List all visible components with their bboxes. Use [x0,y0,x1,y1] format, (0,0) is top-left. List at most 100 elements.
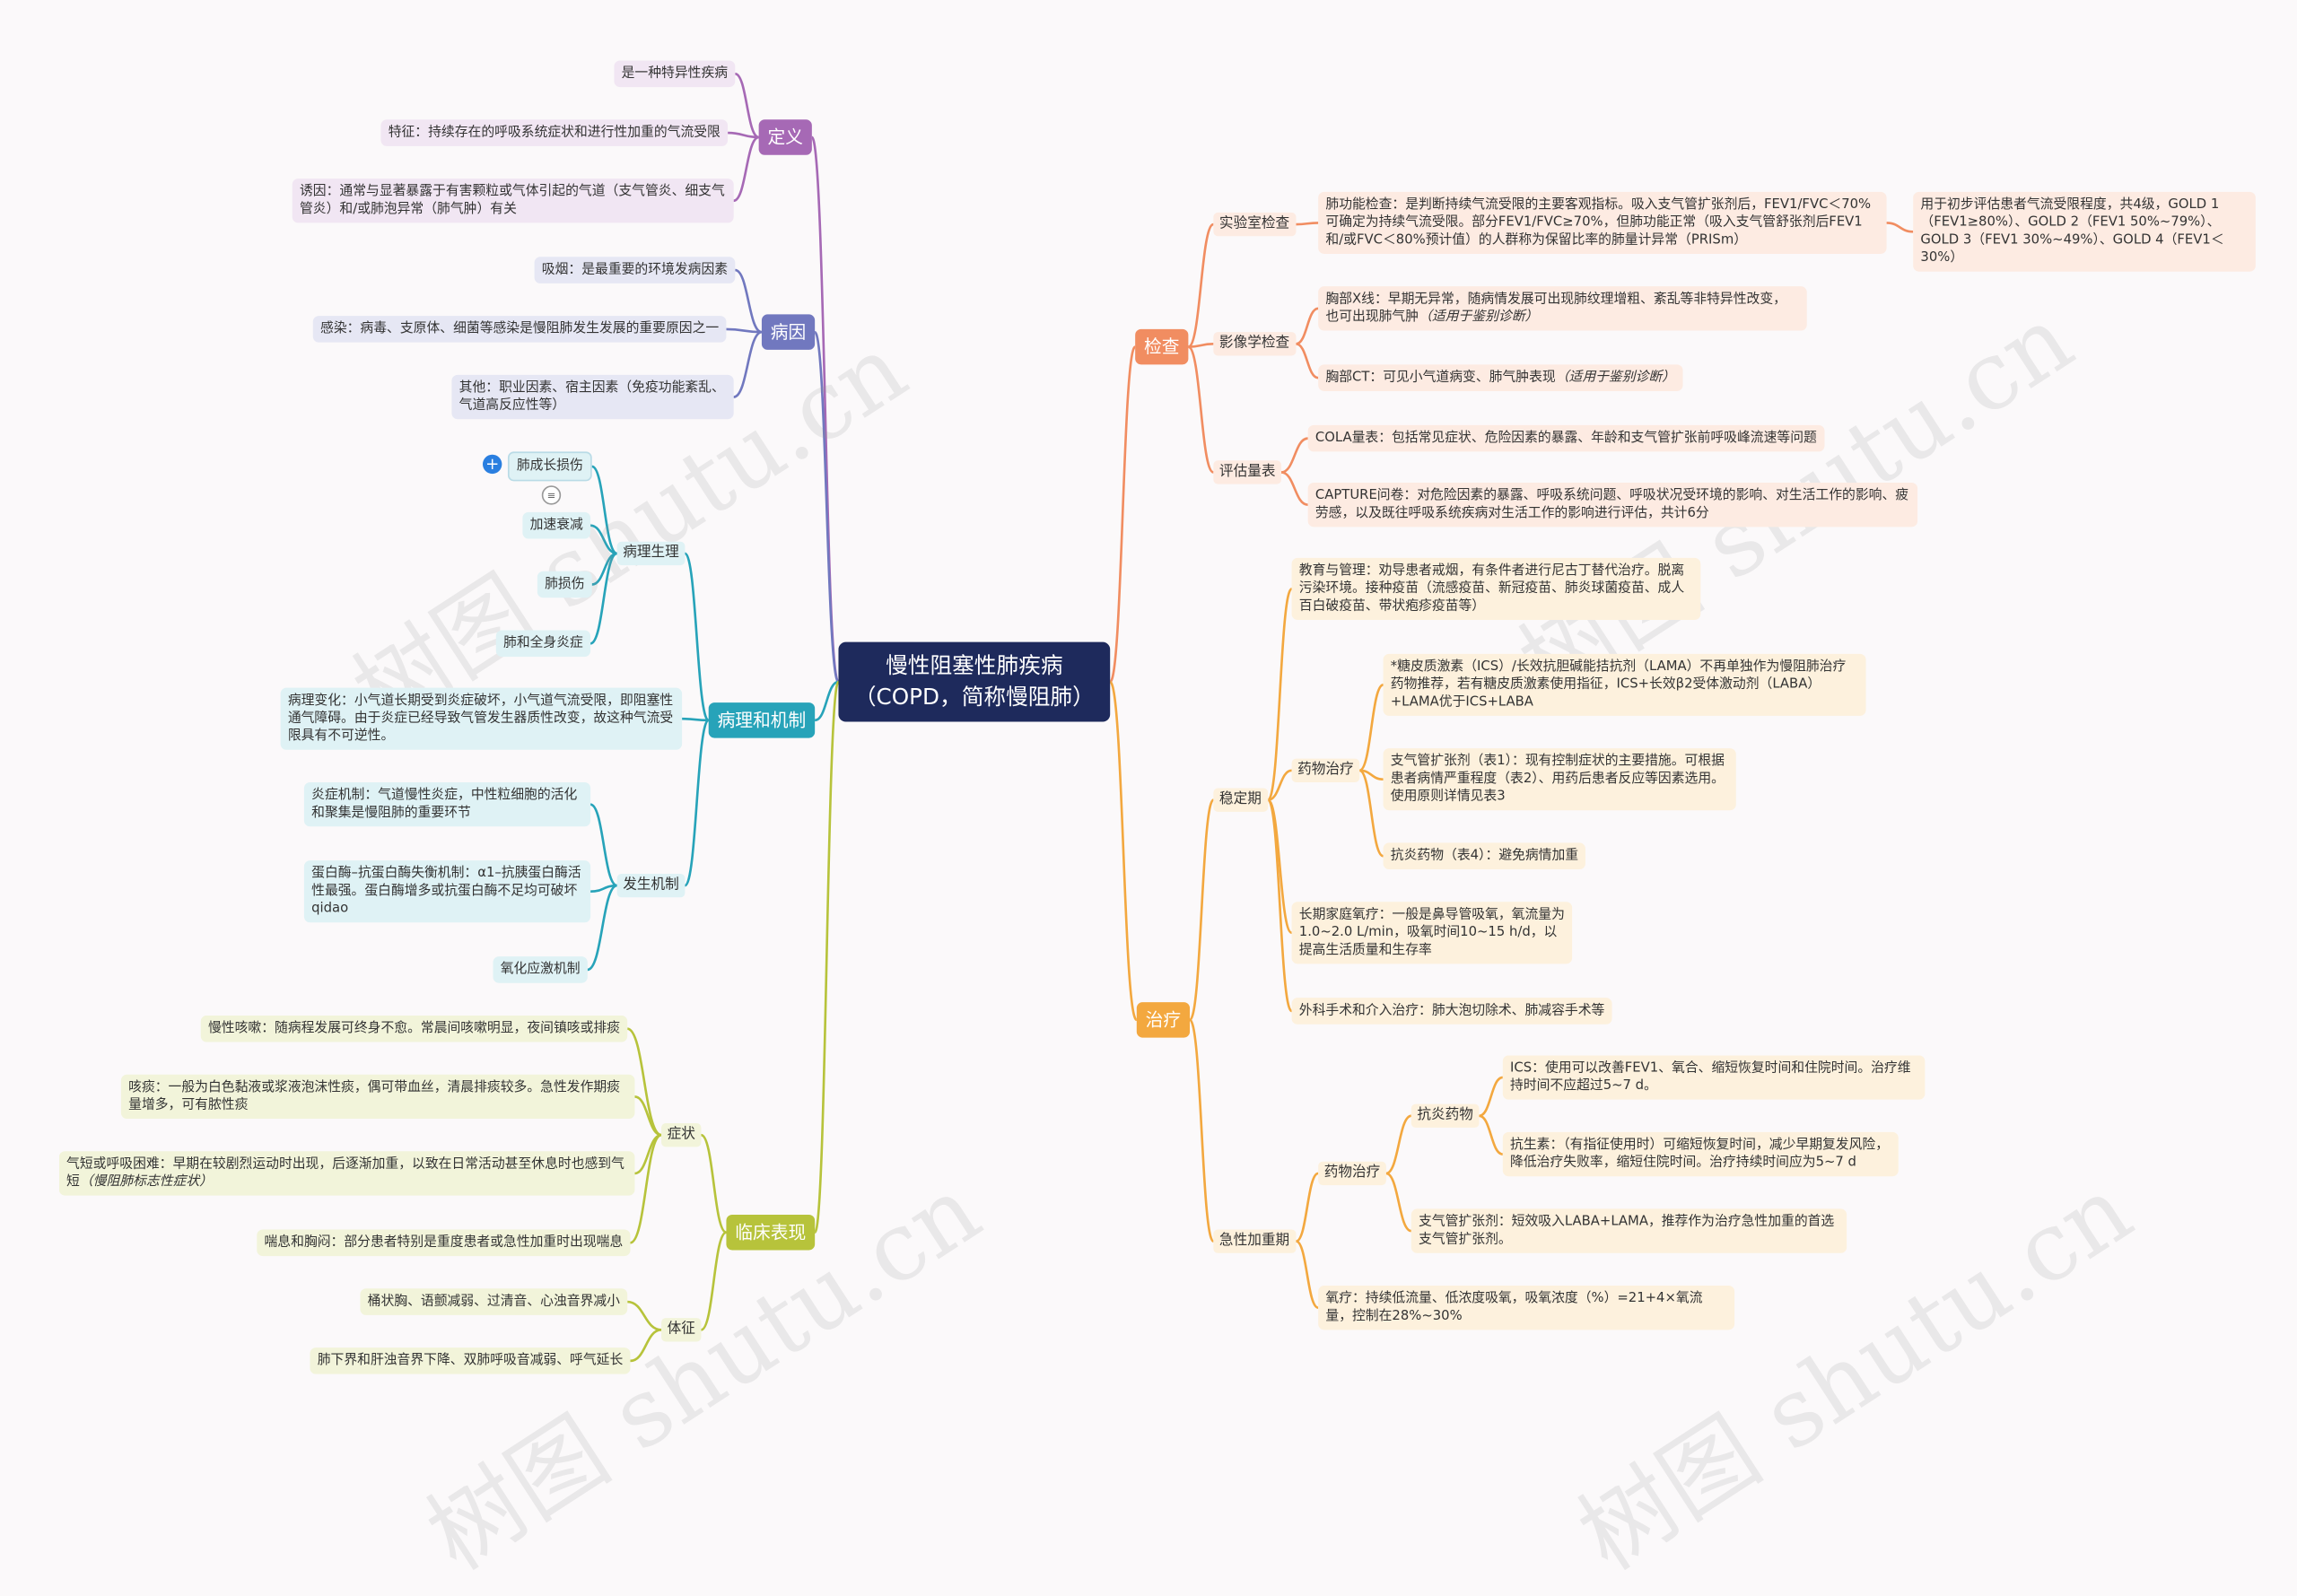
definition-item[interactable]: 特征：持续存在的呼吸系统症状和进行性加重的气流受限 [380,119,729,146]
connector [813,680,840,1234]
drug-item[interactable]: *糖皮质激素（ICS）/长效抗胆碱能拮抗剂（LAMA）不再单独作为慢阻肺治疗药物… [1383,653,1866,716]
expand-plus-icon[interactable]: + [482,454,502,475]
stable-item[interactable]: 教育与管理：劝导患者戒烟，有条件者进行尼古丁替代治疗。脱离污染环境。接种疫苗（流… [1291,557,1701,620]
sign-item[interactable]: 桶状胸、语颤减弱、过清音、心浊音界减小 [360,1288,628,1315]
lab-exam[interactable]: 实验室检查 [1213,212,1296,237]
symptom-text: 气短或呼吸困难：早期在较剧烈运动时出现，后逐渐加重，以致在日常活动甚至休息时也感… [66,1156,624,1190]
imaging-item[interactable]: 胸部X线：早期无异常，随病情发展可出现肺纹理增粗、紊乱等非特异性改变，也可出现肺… [1318,286,1807,331]
connector [733,330,763,398]
connector-lines [587,72,1914,1363]
imaging-exam[interactable]: 影像学检查 [1213,332,1296,356]
gold-grading[interactable]: 用于初步评估患者气流受限程度，共4级，GOLD 1（FEV1≥80%）、GOLD… [1913,191,2256,272]
connector [1188,343,1214,348]
connector [734,72,760,139]
stable-item[interactable]: 外科手术和介入治疗：肺大泡切除术、肺减容手术等 [1291,998,1612,1025]
imaging-text: 胸部X线：早期无异常，随病情发展可出现肺纹理增粗、紊乱等非特异性改变，也可出现肺… [1325,292,1786,325]
etiology-item[interactable]: 感染：病毒、支原体、细菌等感染是慢阻肺发生发展的重要原因之一 [312,316,727,343]
symptom-item[interactable]: 咳痰：一般为白色黏液或浆液泡沫性痰，偶可带血丝，清晨排痰较多。急性发作期痰量增多… [120,1074,635,1120]
connector [590,803,618,887]
anti-inflammatory-item[interactable]: 抗生素：（有指征使用时）可缩短恢复时间，减少早期复发风险，降低治疗失败率，缩短住… [1502,1131,1899,1177]
connector [1479,1114,1504,1156]
connector [734,268,763,334]
acute-item[interactable]: 氧疗：持续低流量、低浓度吸氧，吸氧浓度（%）=21+4×氧流量，控制在28%~3… [1318,1285,1735,1330]
connector [1187,345,1215,474]
connector [1280,471,1308,506]
connector [700,1231,728,1331]
connector [1188,1018,1215,1243]
mechanism-item[interactable]: 炎症机制：气道慢性炎症，中性粒细胞的活化和聚集是慢阻肺的重要环节 [303,781,591,827]
connector [728,131,759,139]
drug-item[interactable]: 支气管扩张剂（表1）：现有控制症状的主要措施。可根据患者病情严重程度（表2）、用… [1383,748,1736,811]
connector [814,680,839,722]
acute-drug-item[interactable]: 支气管扩张剂：短效吸入LABA+LAMA，推荐作为治疗急性加重的首选支气管扩张剂… [1411,1208,1847,1253]
stable-drug-therapy[interactable]: 药物治疗 [1291,758,1360,782]
mechanism[interactable]: 发生机制 [616,873,686,898]
connector [1385,1114,1412,1175]
pathophysiology[interactable]: 病理生理 [616,541,686,566]
branch-treatment[interactable]: 治疗 [1136,1002,1191,1038]
connector [1266,798,1293,1013]
connector [634,1095,662,1137]
scale-item[interactable]: CAPTURE问卷：对危险因素的暴露、呼吸系统问题、呼吸状况受环境的影响、对生活… [1307,482,1918,528]
acute-drug-therapy[interactable]: 药物治疗 [1318,1161,1386,1186]
imaging-text: 胸部CT：可见小气道病变、肺气肿表现 [1325,370,1556,386]
pathophysiology-item[interactable]: 肺成长损伤 [507,451,592,482]
connector [1358,684,1384,772]
connector [1296,222,1319,226]
definition-item[interactable]: 诱因：通常与显著暴露于有害颗粒或气体引起的气道（支气管炎、细支气管炎）和/或肺泡… [292,179,734,223]
definition-item[interactable]: 是一种特异性疾病 [614,60,736,88]
connector [682,717,709,722]
connector [590,524,617,555]
drug-item[interactable]: 抗炎药物（表4）：避免病情加重 [1383,842,1586,870]
signs[interactable]: 体征 [661,1318,702,1342]
lung-function-test[interactable]: 肺功能检查：是判断持续气流受限的主要客观指标。吸入支气管扩张剂后，FEV1/FV… [1318,191,1887,254]
connector [1358,769,1384,858]
assessment-scale[interactable]: 评估量表 [1213,460,1282,484]
mind-map-canvas: 树图 shutu.cn 树图 shutu.cn 树图 shutu.cn 树图 s… [58,60,2256,1592]
connector [591,465,618,555]
symptoms[interactable]: 症状 [661,1122,702,1147]
symptom-item[interactable]: 慢性咳嗽：随病程发展可终身不愈。常晨间咳嗽明显，夜间镇咳或排痰 [200,1015,628,1042]
connector [684,552,710,722]
symptom-item[interactable]: 喘息和胸闷：部分患者特别是重度患者或急性加重时出现喘息 [257,1229,631,1257]
connector [1296,307,1319,345]
connector [627,1300,662,1331]
branch-etiology[interactable]: 病因 [761,314,816,350]
mechanism-item[interactable]: 氧化应激机制 [493,956,588,983]
acute-phase[interactable]: 急性加重期 [1213,1229,1296,1253]
scale-item[interactable]: COLA量表：包括常见症状、危险因素的暴露、年龄和支气管扩张前呼吸峰流速等问题 [1307,424,1825,452]
connector [1108,680,1139,1022]
connector [626,1027,662,1137]
connector [1108,345,1137,684]
branch-clinical[interactable]: 临床表现 [726,1214,816,1251]
connector [629,1133,662,1244]
connector [1188,798,1215,1022]
connector [1296,343,1319,379]
connector [1267,769,1292,802]
etiology-item[interactable]: 吸烟：是最重要的环境发病因素 [534,257,736,283]
branch-examination[interactable]: 检查 [1135,328,1189,365]
pathophysiology-item[interactable]: 加速衰减 [522,511,591,539]
anti-inflammatory[interactable]: 抗炎药物 [1411,1103,1480,1128]
connector [813,330,840,684]
pathophysiology-item[interactable]: 肺和全身炎症 [495,630,591,658]
sign-item[interactable]: 肺下界和肝浊音界下降、双肺呼吸音减弱、呼气延长 [310,1347,631,1374]
imaging-item[interactable]: 胸部CT：可见小气道病变、肺气肿表现（适用于鉴别诊断） [1318,364,1683,391]
branch-pathology[interactable]: 病理和机制 [708,702,816,738]
mechanism-item[interactable]: 蛋白酶–抗蛋白酶失衡机制：α1–抗胰蛋白酶活性最强。蛋白酶增多或抗蛋白酶不足均可… [303,860,591,923]
anti-inflammatory-item[interactable]: ICS：使用可以改善FEV1、氧合、缩短恢复时间和住院时间。治疗维持时间不应超过… [1502,1055,1926,1100]
collapse-menu-icon[interactable]: ≡ [541,485,562,505]
pathology-change[interactable]: 病理变化：小气道长期受到炎症破坏，小气道气流受限，即阻塞性通气障碍。由于炎症已经… [280,687,683,750]
symptom-note: （慢阻肺标志性症状） [79,1174,213,1190]
symptom-item[interactable]: 气短或呼吸困难：早期在较剧烈运动时出现，后逐渐加重，以致在日常活动甚至休息时也感… [58,1151,635,1196]
connector [700,1133,728,1234]
etiology-item[interactable]: 其他：职业因素、宿主因素（免疫功能紊乱、气道高反应性等） [451,374,734,420]
connector [1295,1172,1319,1243]
connector [1886,222,1914,233]
pathophysiology-item[interactable]: 肺损伤 [537,571,592,598]
stable-item[interactable]: 长期家庭氧疗：一般是鼻导管吸氧，氧流量为1.0~2.0 L/min，吸氧时间10… [1291,902,1573,964]
root-topic[interactable]: 慢性阻塞性肺疾病 （COPD，简称慢阻肺） [838,641,1111,722]
stable-phase[interactable]: 稳定期 [1213,788,1268,812]
branch-definition[interactable]: 定义 [758,119,812,155]
connector [1479,1076,1504,1118]
